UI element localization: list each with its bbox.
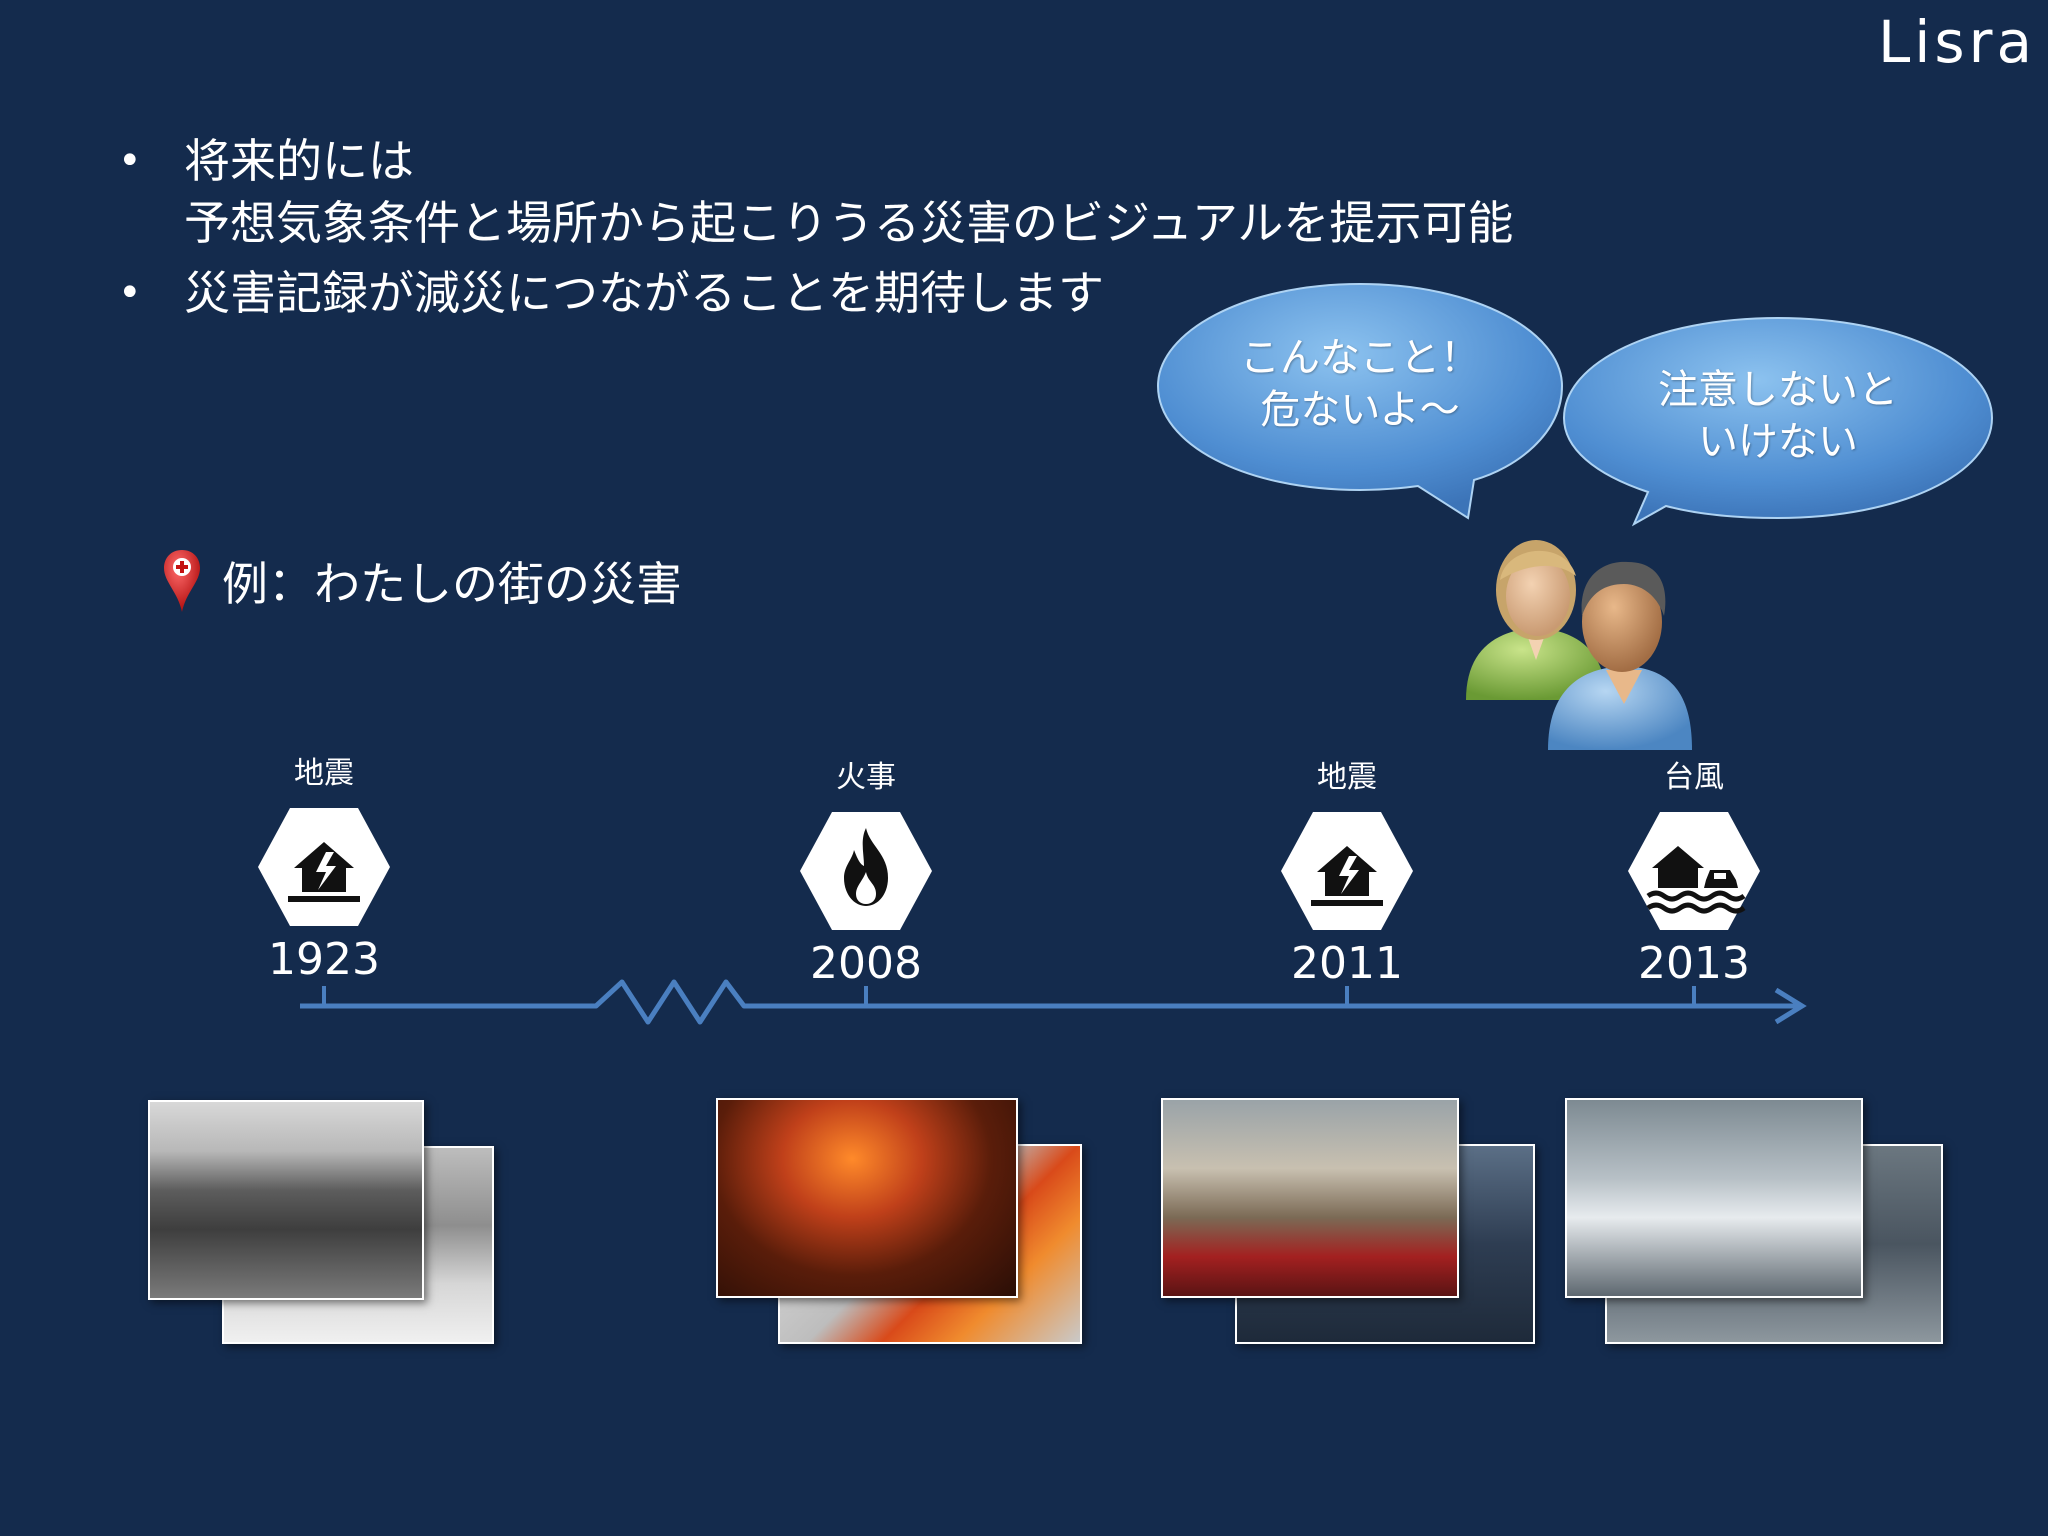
disaster-type-label: 台風 [1664,760,1724,795]
year-label: 2008 [810,938,922,989]
bullet-text-line: 予想気象条件と場所から起こりうる災害のビジュアルを提示可能 [184,196,1514,250]
example-heading: 例：わたしの街の災害 [162,548,682,614]
people-icon [1466,540,1692,750]
timeline-event-1923: 地震 1923 [234,748,414,985]
flood-house-car-icon [1628,812,1760,930]
disaster-type-label: 地震 [294,756,354,791]
speech-bubble-2: 注意しないと いけない [1562,316,1994,528]
front-photo[interactable] [148,1100,424,1300]
front-photo[interactable] [1161,1098,1459,1298]
example-label: 例：わたしの街の災害 [222,557,682,611]
photo-stack-2013 [1565,1098,1943,1348]
bubble-text-line: 注意しないと [1658,367,1898,413]
bullet-dot: • [118,270,142,316]
timeline-arrowhead [1774,987,1807,1025]
map-pin-icon [164,550,200,612]
timeline-event-2013: 台風 2013 [1604,752,1784,989]
earthquake-house-icon [1281,812,1413,930]
fire-icon [800,812,932,930]
lisra-logo: Lisra [1877,8,2036,76]
disaster-type-label: 地震 [1317,760,1377,795]
year-label: 2011 [1291,938,1403,989]
year-label: 2013 [1638,938,1750,989]
bullet-text-line: 災害記録が減災につながることを期待します [184,266,1104,320]
photo-stack-2011 [1161,1098,1537,1348]
speech-bubble-shape [1562,316,1994,527]
bubble-text-line: こんなこと！ [1240,335,1480,381]
timeline-axis-line [300,979,1800,1025]
year-label: 1923 [268,934,380,985]
bullet-item: • 将来的には 予想気象条件と場所から起こりうる災害のビジュアルを提示可能 [110,130,1513,254]
disaster-type-label: 火事 [836,760,896,795]
bubble-text-line: 危ないよ～ [1260,387,1460,433]
bullet-dot: • [118,138,142,184]
timeline-event-2011: 地震 2011 [1257,752,1437,989]
front-photo[interactable] [1565,1098,1863,1298]
bullet-text-line: 将来的には [184,134,414,188]
bullet-item: • 災害記録が減災につながることを期待します [110,262,1513,324]
speech-bubble-shape [1156,282,1564,520]
photo-stack-1923 [148,1100,498,1348]
photo-stack-2008 [716,1098,1086,1348]
timeline-event-2008: 火事 2008 [776,752,956,989]
earthquake-house-icon [258,808,390,926]
speech-bubble-1: こんなこと！ 危ないよ～ [1156,282,1564,520]
front-photo[interactable] [716,1098,1018,1298]
bubble-text-line: いけない [1698,419,1858,465]
bullet-list: • 将来的には 予想気象条件と場所から起こりうる災害のビジュアルを提示可能 • … [110,130,1513,332]
